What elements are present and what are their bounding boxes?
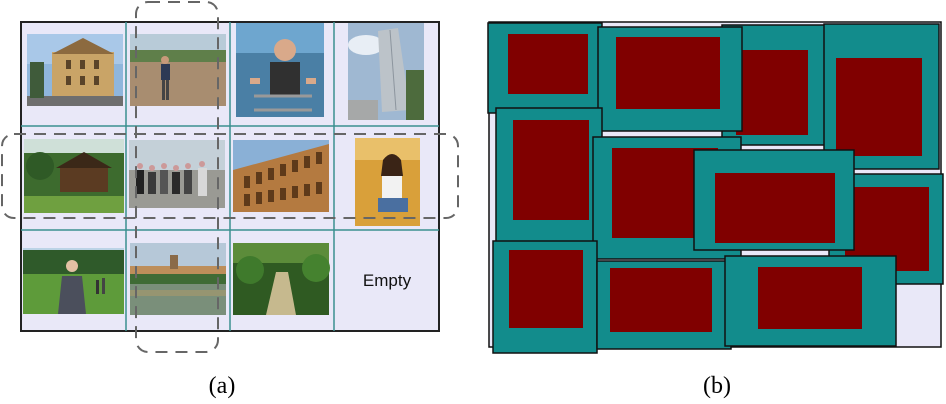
photo-castle-by-river: [130, 243, 226, 315]
photo-skyscraper: [348, 23, 424, 120]
panel-b-caption: (b): [703, 373, 731, 399]
photo-group-on-shore: [129, 140, 225, 208]
photo-girl-in-wheat: [355, 138, 420, 226]
panel-a-grid: [21, 22, 439, 331]
tile-10: [596, 260, 732, 350]
dashed-column-selection: [135, 1, 219, 353]
panel-b: (b): [487, 21, 944, 399]
tile-11: [724, 255, 897, 347]
photo-forest-path: [233, 243, 330, 315]
dashed-row-selection: [1, 133, 459, 219]
photo-garden-house: [24, 139, 124, 213]
photo-colosseum: [233, 140, 329, 212]
tile-5: [495, 107, 603, 249]
photo-boy-on-ride: [236, 23, 324, 117]
empty-cell-label: Empty: [363, 271, 412, 290]
dashed-selection-group: [1, 1, 459, 353]
tile-9: [492, 240, 598, 354]
panel-a: Empty (a): [1, 1, 459, 399]
photo-ornate-building: [27, 34, 123, 106]
tile-1: [487, 22, 603, 114]
panel-a-caption: (a): [209, 373, 236, 399]
tile-3: [597, 26, 743, 132]
photo-man-on-beach: [130, 34, 226, 106]
photo-woman-on-lawn: [23, 248, 124, 314]
tile-4: [823, 23, 940, 170]
tile-8: [693, 149, 855, 251]
